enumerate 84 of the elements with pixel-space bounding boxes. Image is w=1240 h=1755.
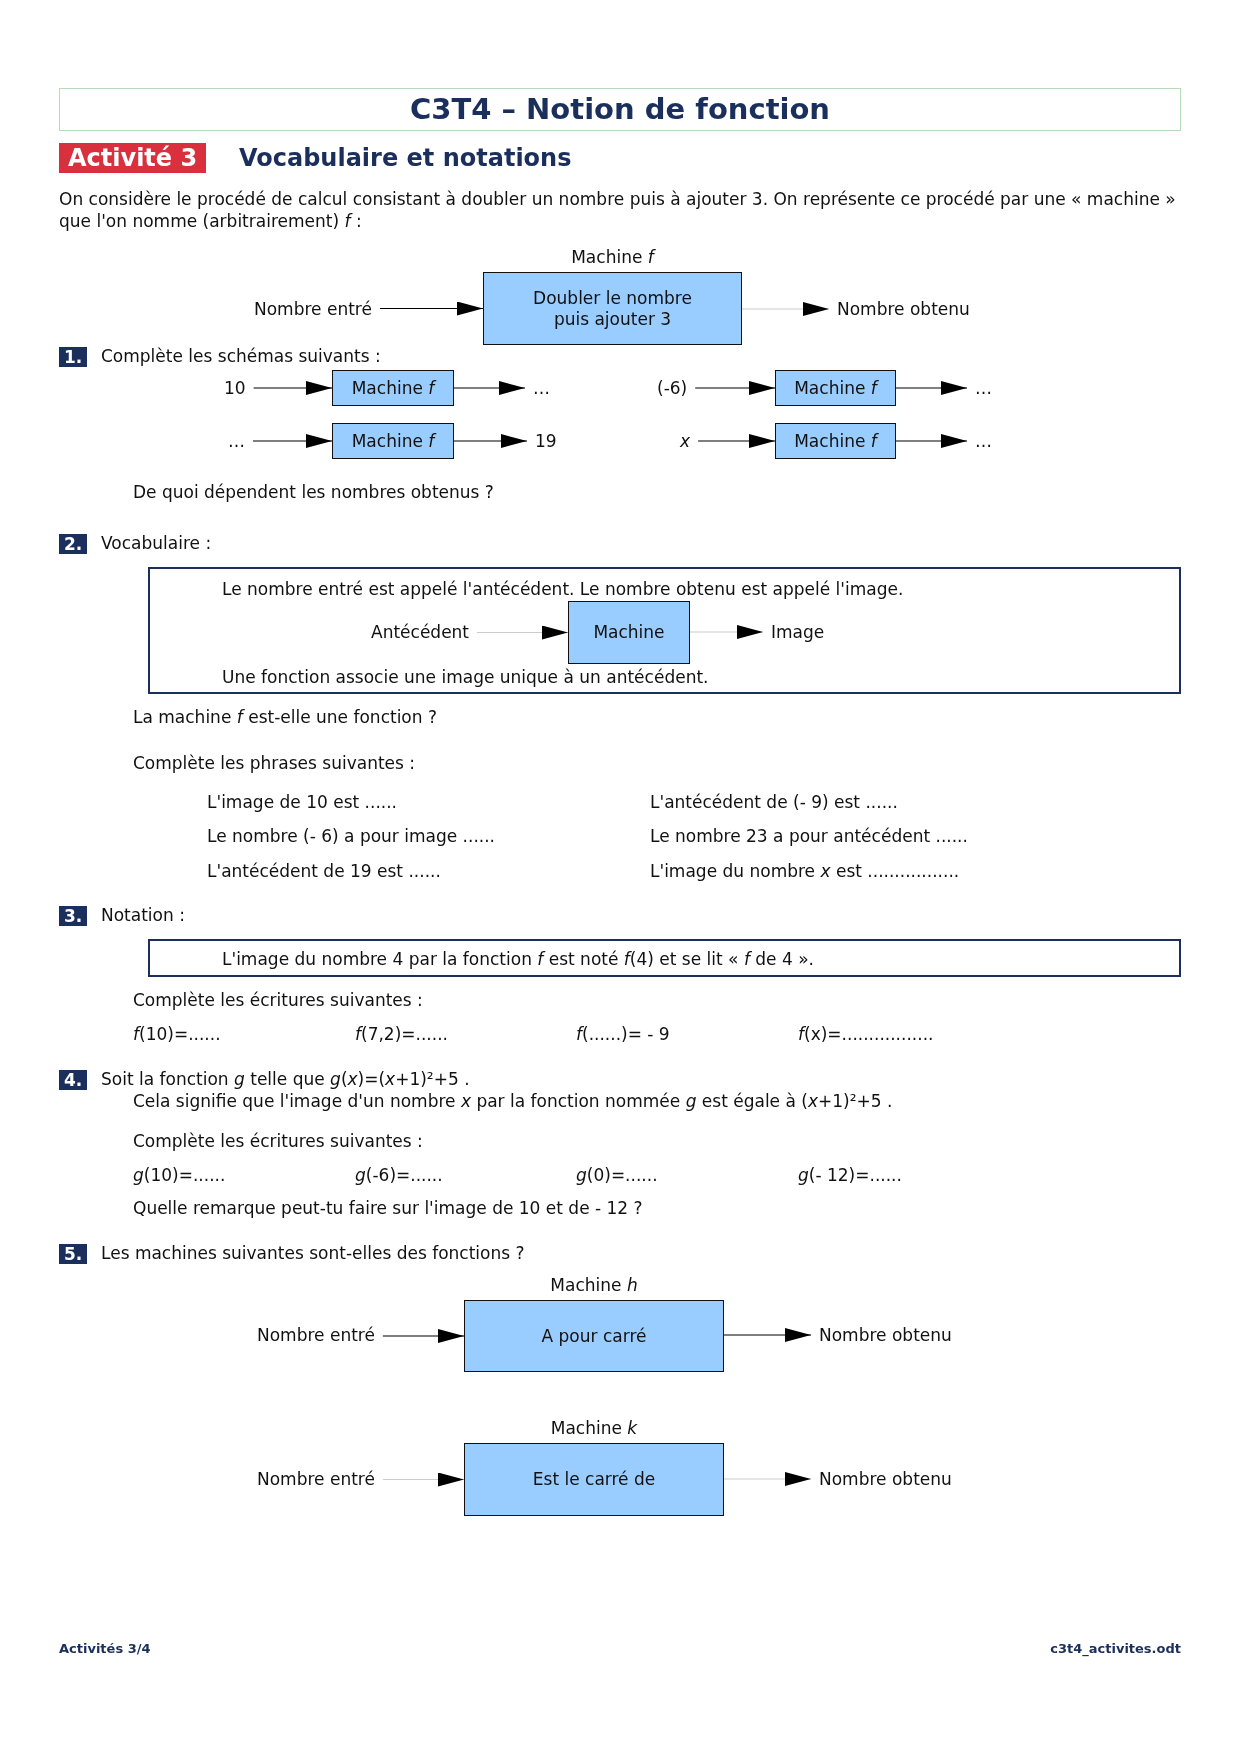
flow-label: … <box>525 378 558 398</box>
instruction-text: Soit la fonction g telle que g(x)=(x+1)²+5 . <box>101 1069 470 1089</box>
arrow <box>723 1328 812 1342</box>
arrow <box>895 381 968 395</box>
arrow <box>382 1472 465 1487</box>
instruction-text: L'image de 10 est ...... <box>207 792 397 812</box>
instruction-text: f(......)= - 9 <box>576 1024 670 1044</box>
definition-panel <box>148 939 1181 977</box>
question-number: 4. <box>59 1070 88 1090</box>
instruction-text: La machine f est-elle une fonction ? <box>133 707 437 727</box>
question-number: 2. <box>59 534 88 554</box>
question-number: 1. <box>59 347 88 367</box>
arrow <box>895 434 968 448</box>
instruction-text: g(-6)=...... <box>355 1165 443 1185</box>
intro-paragraph: On considère le procédé de calcul consistant à doubler un nombre puis à ajouter 3. On représente ce procédé par une « machine » que l'on nomme (arbitrairement) f : <box>59 188 1177 232</box>
instruction-text: Quelle remarque peut-tu faire sur l'image de 10 et de - 12 ? <box>133 1198 643 1218</box>
arrow <box>379 301 484 316</box>
flow-label: 10 <box>216 378 254 398</box>
machine-name: Machine h <box>549 1275 639 1295</box>
arrow <box>723 1472 812 1486</box>
flow-label: … <box>967 431 1000 451</box>
instruction-text: Les machines suivantes sont-elles des fonctions ? <box>101 1243 525 1263</box>
footer-text: Activités 3/4 <box>59 1640 151 1658</box>
instruction-text: L'image du nombre x est ................. <box>650 861 960 881</box>
activity-badge: Activité 3 <box>59 143 207 173</box>
flow-label: Antécédent <box>363 622 478 642</box>
instruction-text: g(10)=...... <box>133 1165 226 1185</box>
definition-panel <box>148 567 1181 694</box>
arrow <box>382 1329 465 1343</box>
flow-label: Nombre entré <box>249 1469 383 1489</box>
machine-box: Machine f <box>775 370 896 406</box>
footer-text: c3t4_activites.odt <box>1050 1640 1181 1659</box>
flow-label: Nombre obtenu <box>811 1469 960 1489</box>
section-heading: Vocabulaire et notations <box>239 143 572 173</box>
question-number: 5. <box>59 1244 88 1264</box>
arrow <box>689 625 764 639</box>
machine-box: Doubler le nombre puis ajouter 3 <box>483 272 742 345</box>
arrow <box>253 381 333 395</box>
arrow <box>453 434 528 448</box>
instruction-text: Complète les phrases suivantes : <box>133 753 416 773</box>
instruction-text: Vocabulaire : <box>101 533 212 553</box>
instruction-text: Complète les écritures suivantes : <box>133 1131 423 1151</box>
definition-text: Une fonction associe une image unique à un antécédent. <box>222 667 709 687</box>
machine-box: Machine f <box>332 370 454 406</box>
flow-label: x <box>672 431 699 451</box>
machine-box: Est le carré de <box>464 1443 724 1516</box>
instruction-text: L'antécédent de (- 9) est ...... <box>650 792 898 812</box>
instruction-text: Le nombre 23 a pour antécédent ...... <box>650 826 968 846</box>
flow-label: Image <box>763 622 833 642</box>
definition-text: Le nombre entré est appelé l'antécédent. Le nombre obtenu est appelé l'image. <box>222 579 904 599</box>
instruction-text: Notation : <box>101 905 185 925</box>
instruction-text: f(x)=................. <box>798 1024 934 1044</box>
arrow <box>252 434 333 448</box>
instruction-text: Le nombre (- 6) a pour image ...... <box>207 826 496 846</box>
arrow <box>694 381 776 395</box>
page-title: C3T4 – Notion de fonction <box>59 88 1181 131</box>
flow-label: … <box>220 431 253 451</box>
definition-text: L'image du nombre 4 par la fonction f est noté f(4) et se lit « f de 4 ». <box>222 949 814 969</box>
flow-label: (-6) <box>649 378 696 398</box>
machine-box: A pour carré <box>464 1300 724 1372</box>
instruction-text: g(- 12)=...... <box>798 1165 902 1185</box>
machine-box: Machine f <box>775 423 896 459</box>
flow-label: Nombre entré <box>246 299 380 319</box>
instruction-text: f(7,2)=...... <box>355 1024 448 1044</box>
arrow <box>453 381 526 395</box>
arrow <box>476 625 569 640</box>
machine-name: Machine f <box>570 247 657 267</box>
flow-label: Nombre obtenu <box>829 299 978 319</box>
flow-label: Nombre obtenu <box>811 1325 960 1345</box>
arrow <box>741 302 830 316</box>
instruction-text: Cela signifie que l'image d'un nombre x par la fonction nommée g est égale à (x+1)²+5 . <box>133 1091 893 1111</box>
arrow <box>697 434 776 448</box>
flow-label: … <box>967 378 1000 398</box>
machine-box: Machine <box>568 601 690 664</box>
instruction-text: Complète les schémas suivants : <box>101 346 381 366</box>
instruction-text: g(0)=...... <box>576 1165 658 1185</box>
instruction-text: f(10)=...... <box>133 1024 221 1044</box>
machine-box: Machine f <box>332 423 454 459</box>
instruction-text: De quoi dépendent les nombres obtenus ? <box>133 482 494 502</box>
instruction-text: L'antécédent de 19 est ...... <box>207 861 441 881</box>
flow-label: Nombre entré <box>249 1325 383 1345</box>
flow-label: 19 <box>527 431 565 451</box>
machine-name: Machine k <box>549 1418 639 1438</box>
question-number: 3. <box>59 906 88 926</box>
